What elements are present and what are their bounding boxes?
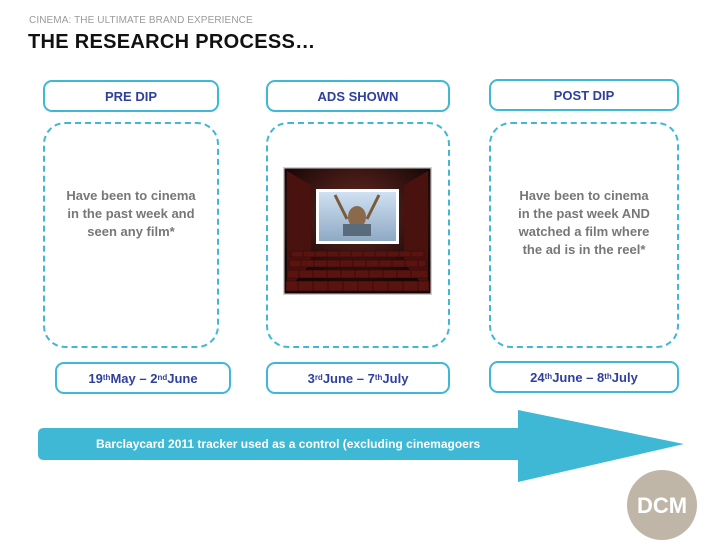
dcm-logo: DCM <box>627 470 697 540</box>
page-title: THE RESEARCH PROCESS… <box>28 31 316 53</box>
cinema-auditorium-image <box>283 167 432 295</box>
stage-label-ads-shown: ADS SHOWN <box>266 80 450 112</box>
stage-label-post-dip: POST DIP <box>489 79 679 111</box>
stage-description-pre-dip: Have been to cinema in the past week and… <box>66 188 196 239</box>
stage-box-pre-dip <box>43 122 219 348</box>
kicker-text: CINEMA: THE ULTIMATE BRAND EXPERIENCE <box>29 15 253 26</box>
stage-description-post-dip: Have been to cinema in the past week AND… <box>518 188 650 257</box>
svg-text:DCM: DCM <box>637 493 687 518</box>
control-tracker-arrow <box>38 410 684 482</box>
arrow-text: Barclaycard 2011 tracker used as a contr… <box>96 437 481 451</box>
stage-box-post-dip <box>489 122 679 348</box>
stage-label-pre-dip: PRE DIP <box>43 80 219 112</box>
